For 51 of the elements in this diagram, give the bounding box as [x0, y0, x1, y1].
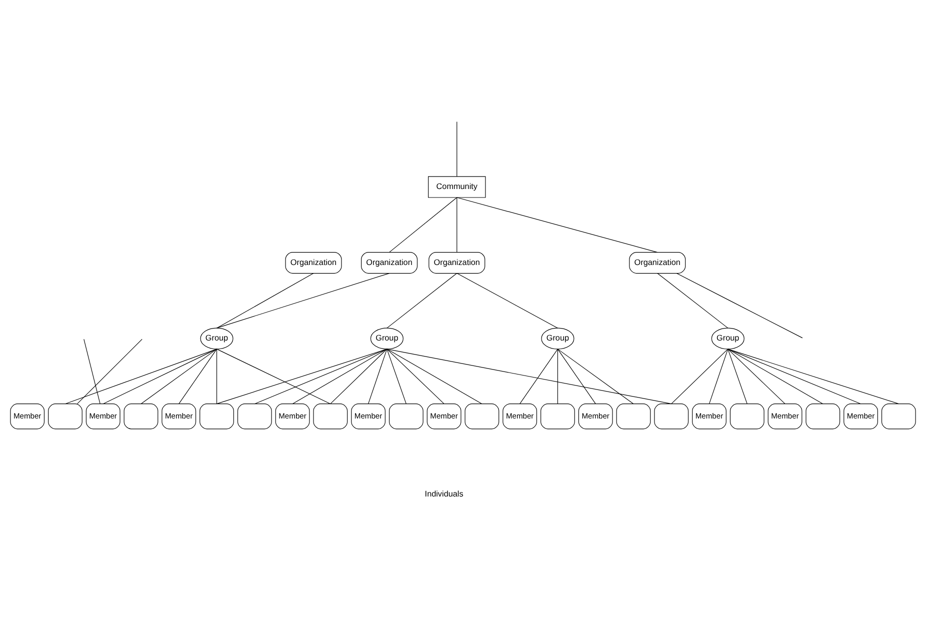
node-box	[730, 403, 764, 429]
connector	[216, 272, 314, 328]
connector	[456, 272, 558, 328]
connector	[386, 348, 406, 404]
connector	[557, 348, 596, 404]
node-box	[237, 403, 272, 429]
connector	[456, 196, 458, 252]
connector	[708, 348, 728, 404]
connector	[216, 348, 218, 404]
connector	[386, 272, 458, 328]
node-box	[881, 403, 916, 429]
node-box	[616, 403, 651, 429]
connector	[676, 272, 803, 338]
node-box	[388, 403, 424, 429]
connector	[216, 272, 390, 328]
connector	[292, 348, 388, 404]
connector	[728, 348, 748, 404]
connector	[557, 348, 634, 404]
connector	[216, 348, 388, 404]
connector	[140, 348, 218, 404]
node-box	[48, 403, 82, 429]
connector	[386, 348, 672, 404]
connector	[728, 348, 862, 404]
connector	[728, 348, 786, 404]
connector	[84, 338, 100, 404]
connector	[254, 348, 388, 404]
node-box	[806, 403, 840, 429]
connector	[102, 348, 218, 404]
connector	[178, 348, 218, 404]
connector	[388, 196, 458, 252]
connector	[728, 348, 899, 404]
connector	[386, 348, 444, 404]
connector	[64, 348, 218, 404]
connector	[76, 338, 142, 404]
connector	[330, 348, 388, 404]
node-box	[654, 403, 689, 429]
node-box	[124, 403, 158, 429]
node-box	[464, 403, 500, 429]
connector	[456, 121, 458, 176]
connector	[671, 348, 728, 404]
node-box	[200, 403, 234, 429]
connector	[386, 348, 482, 404]
connector	[456, 196, 658, 252]
connector	[520, 348, 558, 404]
node-box	[540, 403, 575, 429]
connector	[368, 348, 388, 404]
connector	[557, 348, 558, 404]
connector	[728, 348, 824, 404]
node-box	[313, 403, 348, 429]
connector	[216, 348, 331, 404]
connector	[657, 272, 728, 328]
